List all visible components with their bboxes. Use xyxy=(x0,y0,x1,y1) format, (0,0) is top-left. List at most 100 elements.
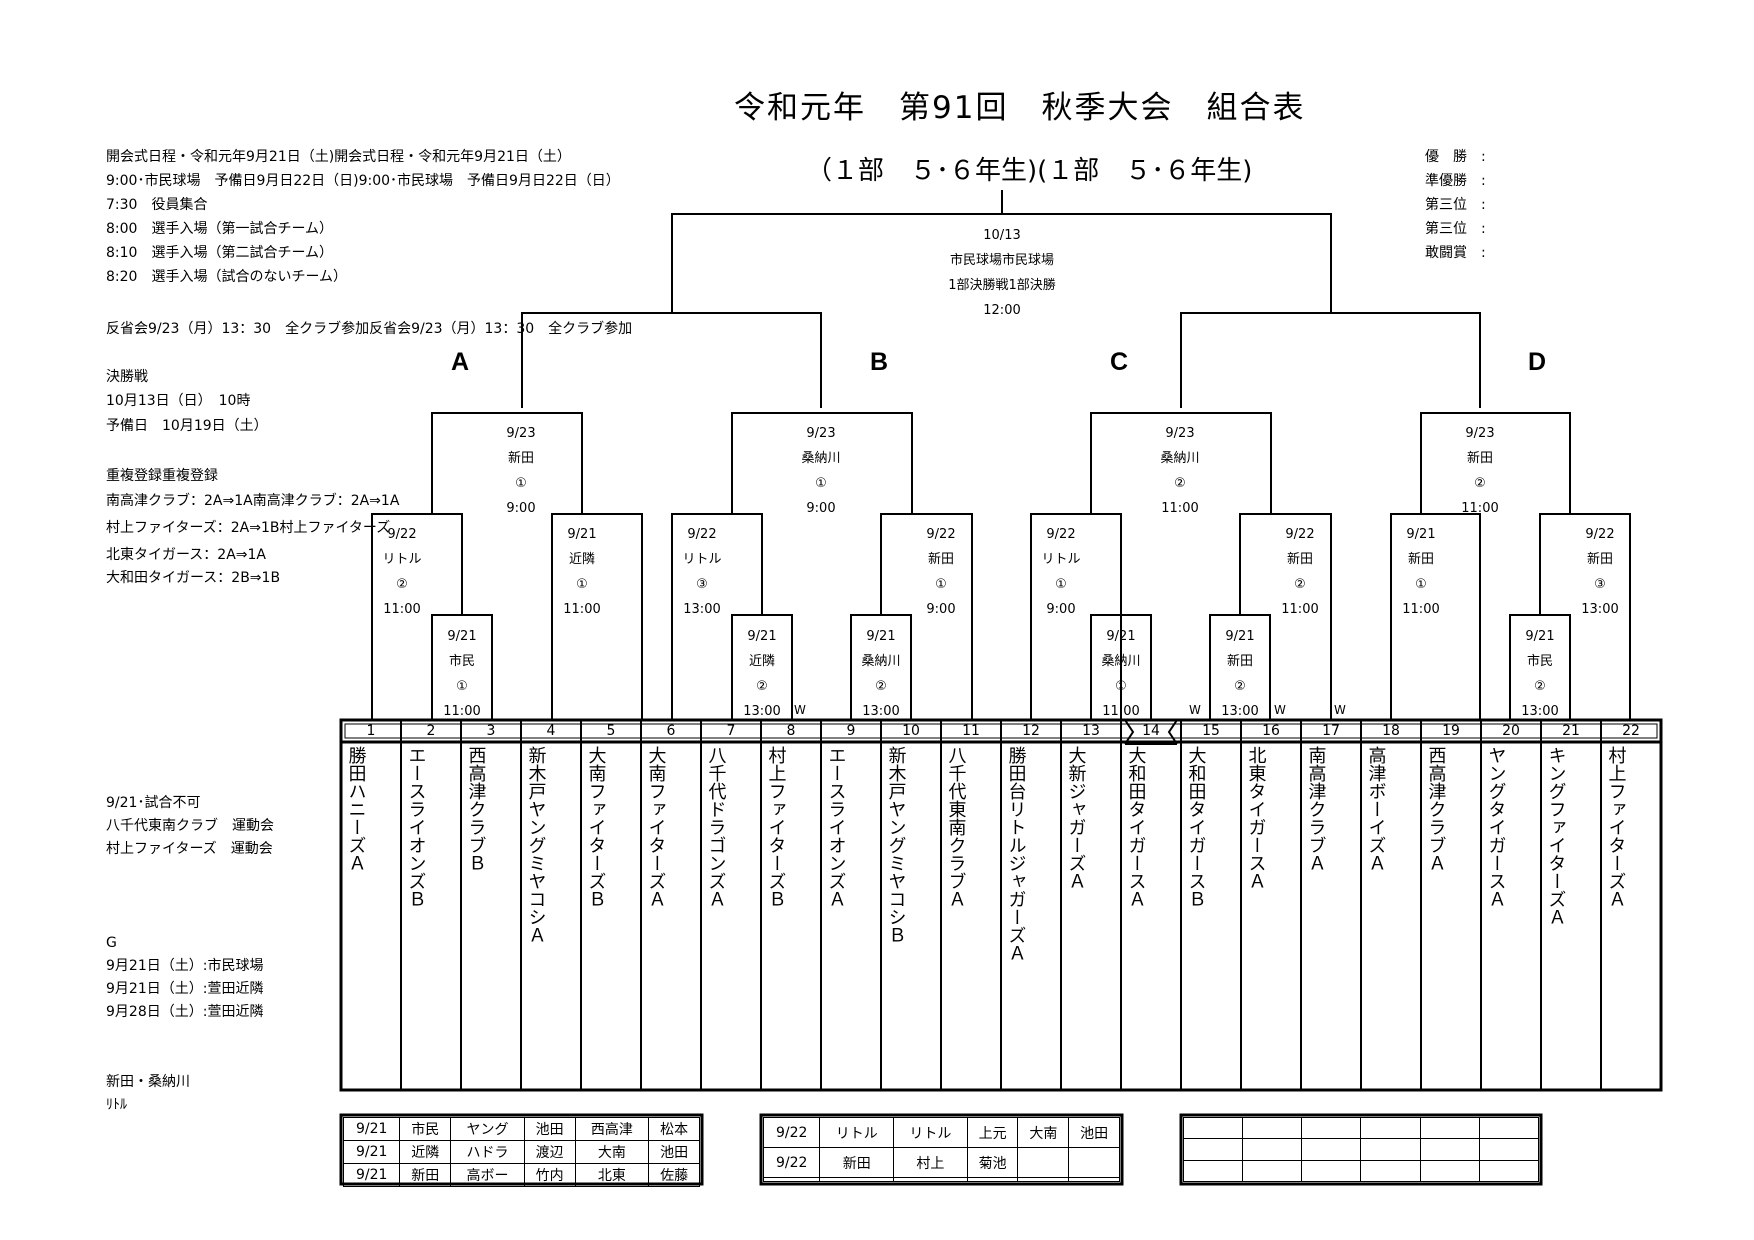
match-venue: 桑納川 xyxy=(1101,654,1141,669)
table-cell: 池田 xyxy=(648,1140,700,1164)
table-cell: 新田 xyxy=(399,1163,452,1187)
match-number: ① xyxy=(1055,577,1067,592)
table-cell xyxy=(819,1177,895,1182)
match-date: 9/21 xyxy=(1225,629,1255,644)
match-date: 9/22 xyxy=(687,527,717,542)
team-number: 21 xyxy=(1562,723,1580,739)
table-cell xyxy=(1017,1147,1070,1179)
match-time: 11:00 xyxy=(1402,602,1440,617)
table-cell xyxy=(1068,1177,1120,1182)
team-number: 15 xyxy=(1202,723,1220,739)
final-venue: 市民球場市民球場 xyxy=(949,253,1054,268)
table-cell xyxy=(1301,1138,1362,1161)
info-line: 反省会9/23（月）13：30 全クラブ参加反省会9/23（月）13：30 全ク… xyxy=(106,321,633,337)
table-cell: 9/21 xyxy=(342,1163,401,1187)
info-line: 9/21･試合不可 xyxy=(106,795,201,811)
match-date: 9/22 xyxy=(387,527,417,542)
table-cell: ハドラ xyxy=(450,1140,525,1164)
region-label: A xyxy=(451,348,470,376)
team-name: 八千代ドラゴンズＡ xyxy=(705,746,727,908)
match-date: 9/23 xyxy=(506,426,536,441)
match-date: 9/22 xyxy=(1046,527,1076,542)
table-cell: 池田 xyxy=(1068,1116,1120,1149)
team-name: 大和田タイガースＡ xyxy=(1125,746,1147,908)
match-info: 9/23 新田 ② 11:00 xyxy=(1435,421,1525,521)
match-date: 9/21 xyxy=(1406,527,1436,542)
team-name: 村上ファイターズＢ xyxy=(765,746,787,908)
match-time: 11:00 xyxy=(1102,704,1140,719)
region-label: C xyxy=(1110,348,1129,376)
team-number: 3 xyxy=(486,723,496,739)
info-line: 9月21日（土）:萱田近隣 xyxy=(106,981,264,997)
team-number: 6 xyxy=(666,723,676,739)
team-number: 19 xyxy=(1442,723,1460,739)
match-number: ③ xyxy=(696,577,708,592)
match-venue: 桑納川 xyxy=(1160,451,1200,466)
match-venue: 新田 xyxy=(1226,654,1253,669)
info-line: 大和田タイガース：2B⇒1B xyxy=(106,570,281,586)
team-name: 新木戸ヤングミヤコシＢ xyxy=(885,746,907,944)
table-cell: 9/22 xyxy=(762,1147,821,1179)
match-venue: 近隣 xyxy=(568,552,595,567)
match-date: 9/21 xyxy=(866,629,896,644)
table-cell: 北東 xyxy=(574,1163,650,1187)
team-number: 14 xyxy=(1142,723,1160,739)
info-line: 開会式日程・令和元年9月21日（土)開会式日程・令和元年9月21日（土） xyxy=(106,149,571,165)
region-label: B xyxy=(870,348,889,376)
table-cell xyxy=(1301,1116,1362,1140)
info-line: 8:00 選手入場（第一試合チーム） xyxy=(106,221,334,237)
table-cell xyxy=(1478,1159,1540,1183)
match-time: 13:00 xyxy=(743,704,781,719)
match-number: ② xyxy=(1474,476,1486,491)
table-cell xyxy=(1360,1159,1421,1183)
match-number: ① xyxy=(935,577,947,592)
team-number: 20 xyxy=(1502,723,1520,739)
match-venue: 市民 xyxy=(1526,654,1553,669)
team-name: 大南ファイターズＡ xyxy=(645,746,667,908)
match-time: 13:00 xyxy=(1521,704,1559,719)
table-cell xyxy=(1242,1116,1303,1140)
match-time: 9:00 xyxy=(1046,602,1076,617)
match-venue: リトル xyxy=(382,552,422,567)
table-cell: リトル xyxy=(893,1116,968,1149)
match-time: 11:00 xyxy=(1281,602,1319,617)
award-label: 第三位 : xyxy=(1425,221,1486,237)
team-number: 12 xyxy=(1022,723,1040,739)
award-label: 敢闘賞 : xyxy=(1425,245,1486,261)
match-info: 9/22 リトル ① 9:00 xyxy=(1016,522,1106,622)
team-number: 8 xyxy=(786,723,796,739)
team-number: 18 xyxy=(1382,723,1400,739)
match-time: 13:00 xyxy=(1581,602,1619,617)
table-cell xyxy=(1419,1138,1480,1161)
info-line: 南高津クラブ：2A⇒1A南高津クラブ：2A⇒1A xyxy=(106,493,400,509)
match-number: ② xyxy=(756,679,768,694)
award-label: 準優勝 : xyxy=(1425,173,1486,189)
referee-table: 9/21 市民 ヤング 池田 西高津 松本 9/21 近隣 ハドラ 渡辺 大南 … xyxy=(342,1117,700,1187)
table-cell: 松本 xyxy=(648,1117,700,1141)
match-number: ② xyxy=(875,679,887,694)
match-time: 13:00 xyxy=(862,704,900,719)
match-number: ③ xyxy=(1594,577,1606,592)
match-info: 9/21 近隣 ① 11:00 xyxy=(537,522,627,622)
page-subtitle: （１部 ５･６年生)(１部 ５･６年生) xyxy=(806,156,1253,186)
team-number: 13 xyxy=(1082,723,1100,739)
table-cell: 佐藤 xyxy=(648,1163,700,1187)
team-number: 1 xyxy=(366,723,376,739)
team-number: 11 xyxy=(962,723,980,739)
match-info: 9/21 近隣 ② 13:00 xyxy=(717,624,807,724)
table-cell xyxy=(762,1177,821,1182)
table-cell xyxy=(1301,1159,1362,1183)
info-line: 北東タイガース：2A⇒1A xyxy=(106,547,266,563)
match-time: 9:00 xyxy=(806,501,836,516)
info-line: G xyxy=(106,935,117,951)
table-cell xyxy=(1360,1138,1421,1161)
team-number: 16 xyxy=(1262,723,1280,739)
table-cell: 大南 xyxy=(1017,1116,1070,1149)
table-cell xyxy=(1182,1138,1244,1161)
table-cell xyxy=(1242,1159,1303,1183)
team-name: 高津ボーイズＡ xyxy=(1365,746,1387,872)
match-venue: 新田 xyxy=(1466,451,1493,466)
match-date: 9/23 xyxy=(1165,426,1195,441)
table-cell: 上元 xyxy=(966,1116,1019,1149)
